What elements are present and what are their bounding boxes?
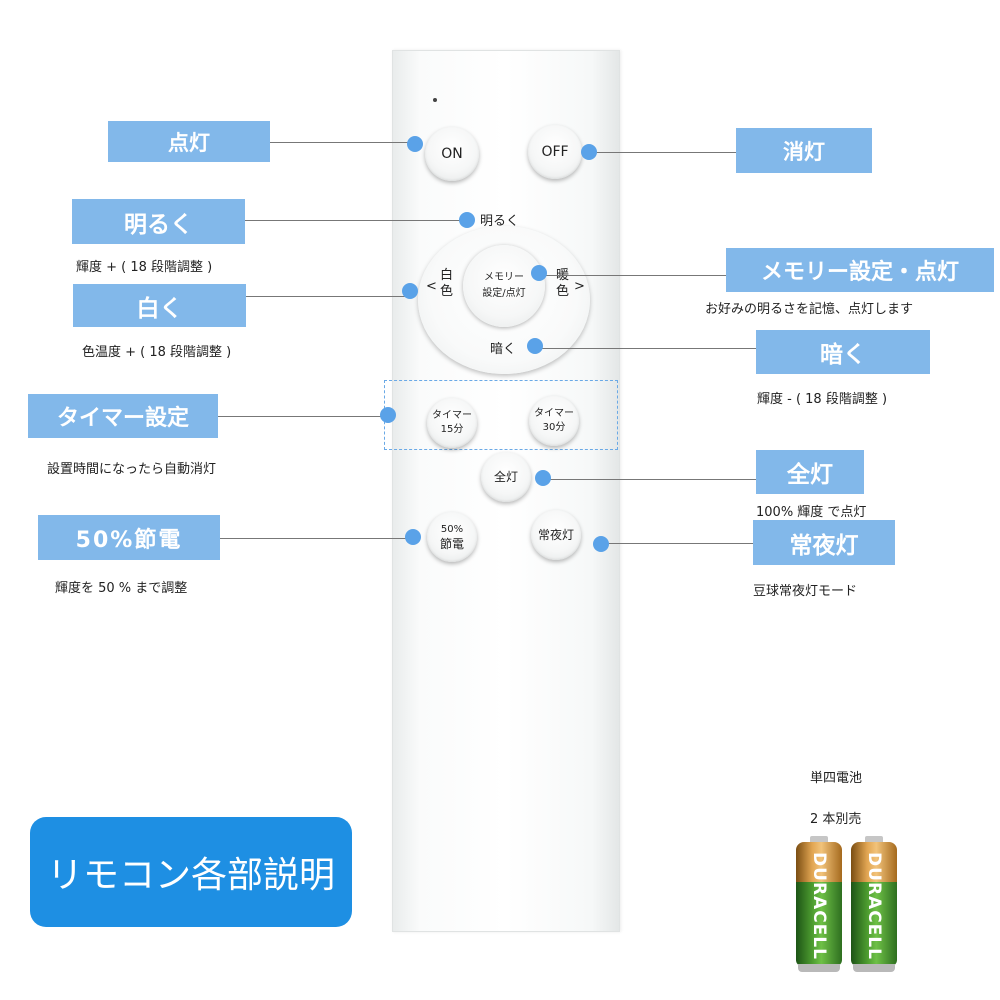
callout-full-title: 全灯	[787, 462, 833, 488]
marker-dot-memory	[531, 265, 547, 281]
callout-off: 消灯	[736, 128, 872, 173]
night-light-label: 常夜灯	[537, 528, 574, 542]
summary-title: リモコン各部説明	[46, 855, 335, 896]
callout-eco-desc: 輝度を 50 % まで調整	[55, 581, 188, 596]
right-arrow-icon: >	[574, 279, 585, 294]
timer15-line1: タイマー	[432, 410, 472, 421]
marker-dot-timer	[380, 407, 396, 423]
callout-eco: 50%節電	[38, 515, 220, 560]
callout-timer-title: タイマー設定	[56, 406, 189, 431]
left-arrow-icon: <	[426, 279, 437, 294]
eco-line1: 50%	[440, 524, 464, 535]
eco-50-button[interactable]: 50% 節電	[427, 512, 477, 562]
leader-line-off	[588, 152, 736, 153]
leader-line-memory	[541, 275, 726, 276]
summary-title-box: リモコン各部説明	[30, 817, 352, 927]
callout-dimmer-title: 暗く	[820, 342, 866, 368]
battery-brand-2: DURACELL	[864, 852, 885, 960]
on-button[interactable]: ON	[425, 127, 479, 181]
leader-line-night	[601, 543, 753, 544]
battery-image-2: DURACELL	[851, 836, 897, 972]
battery-note-count: 2 本別売	[810, 812, 862, 827]
leader-line-full	[544, 479, 756, 480]
callout-on: 点灯	[108, 121, 270, 162]
off-button-label: OFF	[541, 144, 569, 160]
battery-brand-1: DURACELL	[809, 852, 830, 960]
callout-off-title: 消灯	[783, 139, 825, 164]
callout-eco-title: 50%節電	[75, 527, 183, 553]
white-line2: 色	[440, 284, 454, 299]
warm-color-button[interactable]: 暖 色 >	[556, 268, 585, 300]
callout-on-title: 点灯	[168, 130, 210, 155]
memory-line1: メモリー	[484, 272, 524, 283]
timer-30-button[interactable]: タイマー 30分	[529, 396, 579, 446]
callout-timer: タイマー設定	[28, 394, 218, 438]
leader-line-on	[270, 142, 418, 143]
leader-line-brighter	[245, 220, 467, 221]
marker-dot-eco	[405, 529, 421, 545]
marker-dot-full	[535, 470, 551, 486]
timer-group-frame	[384, 380, 618, 450]
white-line1: 白	[440, 268, 454, 283]
full-light-button[interactable]: 全灯	[481, 452, 531, 502]
dimmer-button-label: 暗く	[490, 342, 517, 357]
leader-line-timer	[218, 416, 388, 417]
eco-line2: 節電	[439, 537, 464, 551]
callout-brighter-desc: 輝度 + ( 18 段階調整 )	[76, 260, 213, 275]
timer-15-button[interactable]: タイマー 15分	[427, 398, 477, 448]
marker-dot-night	[593, 536, 609, 552]
callout-white-title: 白く	[136, 295, 183, 322]
callout-timer-desc: 設置時間になったら自動消灯	[47, 462, 217, 477]
callout-full: 全灯	[756, 450, 864, 494]
callout-brighter-title: 明るく	[124, 211, 193, 238]
callout-memory-desc: お好みの明るさを記憶、点灯します	[705, 302, 914, 317]
callout-white-desc: 色温度 + ( 18 段階調整 )	[82, 345, 232, 360]
callout-night-title: 常夜灯	[789, 532, 859, 559]
ir-emitter-dot	[433, 98, 437, 102]
battery-note-type: 単四電池	[810, 771, 863, 786]
callout-white: 白く	[73, 284, 246, 327]
memory-button[interactable]: メモリー 設定/点灯	[463, 245, 545, 327]
white-color-button[interactable]: < 白 色	[426, 268, 453, 300]
brighter-button[interactable]: 明るく	[480, 214, 519, 230]
warm-line1: 暖	[556, 268, 570, 283]
callout-memory-title: メモリー設定・点灯	[760, 260, 959, 285]
warm-line2: 色	[556, 284, 570, 299]
callout-full-desc: 100% 輝度 で点灯	[756, 505, 867, 520]
off-button[interactable]: OFF	[528, 125, 582, 179]
marker-dot-on	[407, 136, 423, 152]
marker-dot-off	[581, 144, 597, 160]
callout-night-desc: 豆球常夜灯モード	[753, 584, 858, 599]
timer30-line2: 30分	[542, 422, 566, 433]
callout-night: 常夜灯	[753, 520, 895, 565]
night-light-button[interactable]: 常夜灯	[531, 510, 581, 560]
memory-line2: 設定/点灯	[482, 288, 526, 299]
dimmer-button[interactable]: 暗く	[490, 342, 516, 358]
marker-dot-white	[402, 283, 418, 299]
full-light-label: 全灯	[493, 470, 518, 484]
timer30-line1: タイマー	[534, 408, 574, 419]
leader-line-white	[245, 296, 410, 297]
callout-dimmer-desc: 輝度 - ( 18 段階調整 )	[757, 392, 888, 407]
battery-image-1: DURACELL	[796, 836, 842, 972]
callout-dimmer: 暗く	[756, 330, 930, 374]
timer15-line2: 15分	[440, 424, 464, 435]
callout-memory: メモリー設定・点灯	[726, 248, 994, 292]
marker-dot-brighter	[459, 212, 475, 228]
leader-line-dimmer	[536, 348, 756, 349]
leader-line-eco	[220, 538, 415, 539]
brighter-button-label: 明るく	[480, 214, 520, 229]
callout-brighter: 明るく	[72, 199, 245, 244]
on-button-label: ON	[441, 146, 463, 162]
marker-dot-dimmer	[527, 338, 543, 354]
